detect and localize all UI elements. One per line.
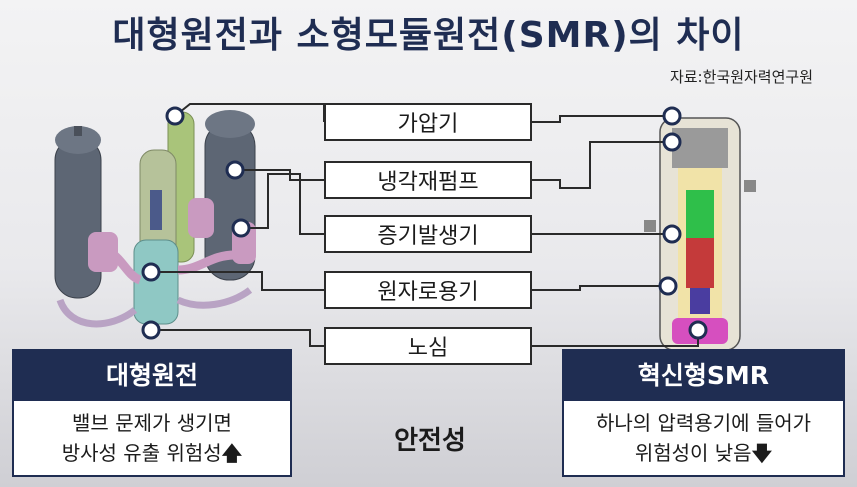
marker-steam-generator-right (662, 224, 682, 244)
large-plant-note: 밸브 문제가 생기면 방사성 유출 위험성🡅 (12, 399, 292, 477)
source-note: 자료:한국원자력연구원 (669, 68, 813, 86)
page-title: 대형원전과 소형모듈원전(SMR)의 차이 (112, 15, 745, 56)
label-pressurizer: 가압기 (324, 103, 532, 141)
label-reactor-vessel: 원자로용기 (324, 271, 532, 309)
smr-note-line1: 하나의 압력용기에 들어가 (595, 411, 812, 435)
smr-header: 혁신형SMR (562, 349, 845, 399)
label-coolant-pump: 냉각재펌프 (324, 161, 532, 199)
large-plant-header: 대형원전 (12, 349, 292, 399)
marker-coolant-pump-right (662, 132, 682, 152)
large-plant-note-line2-wrap: 방사성 유출 위험성🡅 (62, 438, 242, 468)
marker-core-left (141, 320, 161, 340)
marker-pressurizer-left (165, 106, 185, 126)
down-arrow-icon: 🡇 (751, 441, 773, 465)
smr-note: 하나의 압력용기에 들어가 위험성이 낮음🡇 (562, 399, 845, 477)
leader-lines (151, 103, 699, 347)
safety-label: 안전성 (394, 425, 466, 456)
marker-steam-generator-left (231, 218, 251, 238)
large-plant-note-line1: 밸브 문제가 생기면 (72, 411, 232, 435)
marker-reactor-vessel-left (141, 262, 161, 282)
label-core: 노심 (324, 327, 532, 365)
smr-illustration (644, 117, 756, 351)
smr-note-line2-wrap: 위험성이 낮음🡇 (635, 438, 772, 468)
marker-pressurizer-right (662, 106, 682, 126)
marker-coolant-pump-left (225, 160, 245, 180)
large-plant-illustration (54, 110, 256, 328)
large-plant-note-line2: 방사성 유출 위험성 (61, 441, 222, 465)
label-steam-generator: 증기발생기 (324, 215, 532, 253)
marker-core-right (688, 320, 708, 340)
smr-note-line2: 위험성이 낮음 (634, 441, 752, 465)
marker-reactor-vessel-right (658, 276, 678, 296)
up-arrow-icon: 🡅 (221, 441, 243, 465)
markers (141, 106, 708, 340)
